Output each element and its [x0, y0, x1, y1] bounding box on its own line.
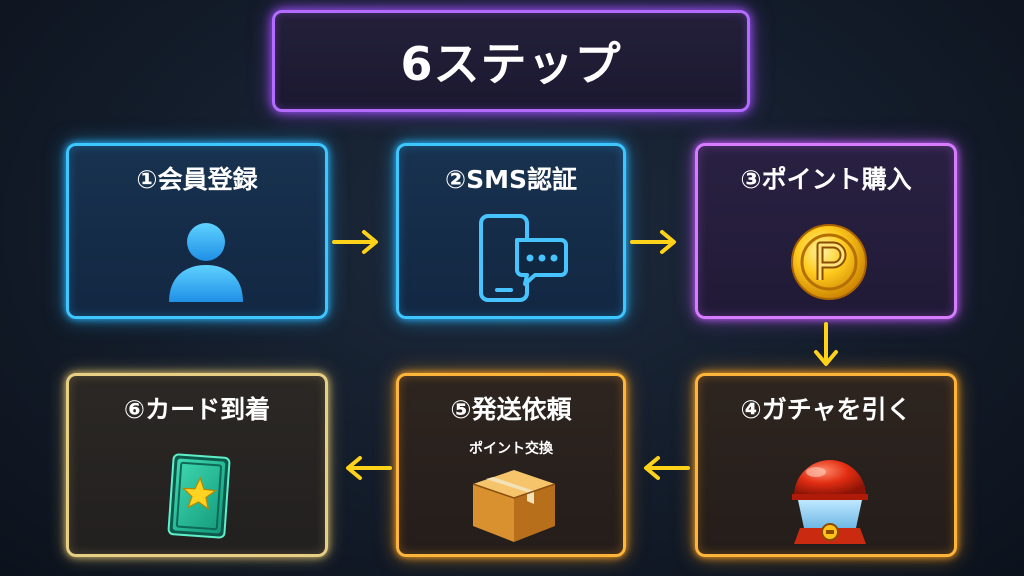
phone-chat-icon [479, 214, 568, 302]
arrow-step5-to-step6 [346, 456, 392, 480]
user-icon [169, 223, 243, 302]
step-2-card: ②SMS認証 [396, 143, 626, 319]
step-5-card: ⑤発送依頼 ポイント交換 [396, 373, 626, 557]
step-6-card: ⑥カード到着 [66, 373, 328, 557]
step-5-label: ⑤発送依頼 [450, 395, 572, 424]
step-5-sublabel: ポイント交換 [469, 441, 553, 457]
page-title: 6ステップ [400, 37, 622, 91]
arrow-step2-to-step3 [630, 230, 676, 254]
gacha-machine-icon [792, 460, 868, 544]
package-box-icon [472, 470, 556, 542]
arrow-step3-to-step4 [814, 322, 838, 366]
arrow-step4-to-step5 [644, 456, 690, 480]
step-4-card: ④ガチャを引く [695, 373, 957, 557]
step-4-label: ④ガチャを引く [740, 395, 912, 424]
step-3-card: ③ポイント購入 [695, 143, 957, 319]
title-banner: 6ステップ [272, 10, 750, 112]
point-coin-icon [791, 224, 867, 300]
arrow-step1-to-step2 [332, 230, 378, 254]
step-1-label: ①会員登録 [136, 165, 258, 194]
star-card-icon [167, 453, 231, 539]
step-6-label: ⑥カード到着 [123, 395, 271, 424]
step-1-card: ①会員登録 [66, 143, 328, 319]
step-2-label: ②SMS認証 [444, 165, 578, 194]
step-3-label: ③ポイント購入 [740, 165, 912, 194]
